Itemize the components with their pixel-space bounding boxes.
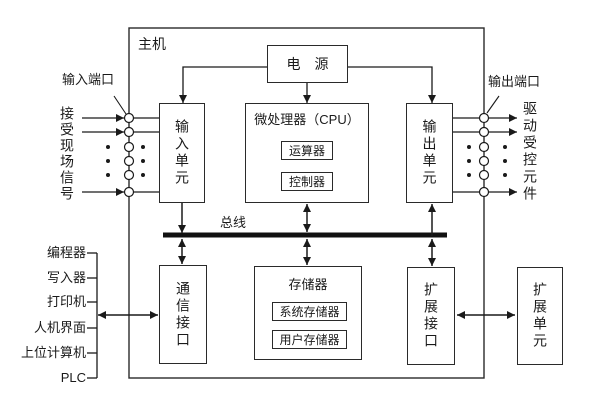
input-terminal-circle-2 xyxy=(123,126,135,138)
input-unit-box: 输入单元 xyxy=(159,103,205,203)
output-unit-label: 输出单元 xyxy=(421,119,438,187)
mainframe-label: 主机 xyxy=(138,36,166,52)
comm-interface-label: 通信接口 xyxy=(175,280,191,349)
peripheral-label-hmi: 人机界面 xyxy=(33,320,86,335)
output-terminal-circle-3 xyxy=(478,141,490,153)
input-ellipsis-dot xyxy=(106,159,110,163)
input-ellipsis-dot xyxy=(106,173,110,177)
output-ellipsis-dot xyxy=(467,173,471,177)
output-ellipsis-dot xyxy=(467,145,471,149)
peripheral-label-programmer: 编程器 xyxy=(46,245,86,260)
power-to-input-wire-arrow xyxy=(179,66,267,103)
output-port-pointer-line xyxy=(486,95,500,114)
output-terminal-circle-1 xyxy=(478,112,490,124)
alu-label: 运算器 xyxy=(288,143,325,158)
power-supply-label: 电 源 xyxy=(286,56,329,72)
comm-interface-box: 通信接口 xyxy=(159,265,207,364)
output-terminal-circle-4 xyxy=(478,155,490,167)
user-memory-box: 用户存储器 xyxy=(272,330,347,349)
output-terminal-circle-6 xyxy=(478,186,490,198)
expansion-interface-label: 扩展接口 xyxy=(423,282,439,350)
expansion-unit-box: 扩展单元 xyxy=(517,267,563,365)
system-memory-label: 系统存储器 xyxy=(279,304,340,319)
input-terminal-circle-1 xyxy=(123,112,135,124)
cpu-title: 微处理器（CPU） xyxy=(254,112,360,127)
user-memory-label: 用户存储器 xyxy=(279,332,340,347)
controller-label: 控制器 xyxy=(288,174,325,189)
expansion-interface-box: 扩展接口 xyxy=(407,267,455,365)
bus-label: 总线 xyxy=(220,215,247,230)
output-ellipsis-dot xyxy=(467,159,471,163)
input-port-label: 输入端口 xyxy=(62,72,115,87)
alu-box: 运算器 xyxy=(281,141,333,160)
peripheral-label-host-computer: 上位计算机 xyxy=(20,345,86,360)
peripheral-label-printer: 打印机 xyxy=(46,294,86,309)
peripheral-label-plc: PLC xyxy=(60,370,86,385)
output-ellipsis-dot xyxy=(503,159,507,163)
output-unit-box: 输出单元 xyxy=(406,103,453,203)
driven-elements-label: 驱动受控元件 xyxy=(522,101,538,203)
input-terminal-circle-3 xyxy=(123,141,135,153)
mainframe-border xyxy=(128,27,485,379)
input-terminal-circle-6 xyxy=(123,186,135,198)
power-supply-box: 电 源 xyxy=(267,45,348,83)
field-signal-label: 接受现场信号 xyxy=(59,106,75,202)
system-memory-box: 系统存储器 xyxy=(272,302,347,321)
input-port-pointer-line xyxy=(113,95,127,115)
output-terminal-circle-2 xyxy=(478,126,490,138)
memory-title: 存储器 xyxy=(288,277,328,292)
output-port-label: 输出端口 xyxy=(488,74,541,89)
controller-box: 控制器 xyxy=(281,172,333,191)
input-ellipsis-dot xyxy=(141,173,145,177)
peripheral-label-writer: 写入器 xyxy=(46,270,86,285)
expansion-unit-label: 扩展单元 xyxy=(532,282,548,350)
input-terminal-circle-5 xyxy=(123,169,135,181)
output-ellipsis-dot xyxy=(503,145,507,149)
input-unit-label: 输入单元 xyxy=(174,119,190,187)
output-terminal-circle-5 xyxy=(478,169,490,181)
input-ellipsis-dot xyxy=(106,145,110,149)
output-ellipsis-dot xyxy=(503,173,507,177)
input-terminal-circle-4 xyxy=(123,155,135,167)
input-ellipsis-dot xyxy=(141,159,145,163)
input-ellipsis-dot xyxy=(141,145,145,149)
power-to-output-wire-arrow xyxy=(348,66,436,103)
